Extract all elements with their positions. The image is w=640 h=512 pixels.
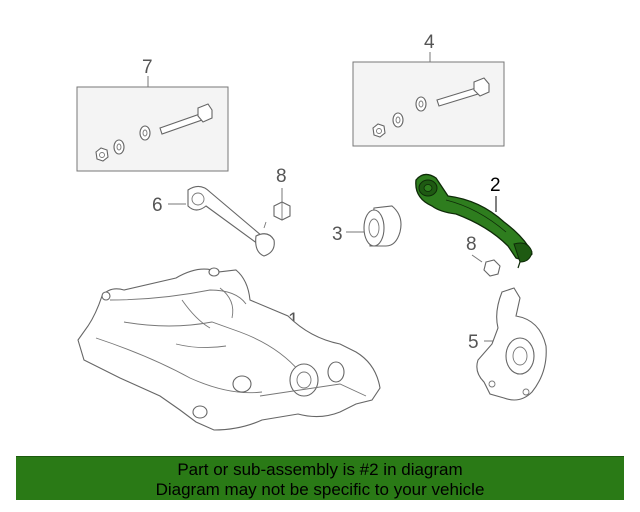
part-2-control-arm-highlighted[interactable]: 2	[415, 173, 533, 269]
callout-8b: 8	[466, 234, 477, 255]
part-3-bushing[interactable]: 3	[332, 205, 402, 247]
callout-6: 6	[152, 195, 163, 216]
part-7-bolt-kit[interactable]: 7	[76, 57, 229, 172]
callout-3: 3	[332, 224, 343, 245]
part-6-control-link[interactable]: 6	[152, 185, 275, 257]
part-5-steering-knuckle[interactable]: 5	[468, 287, 547, 401]
callout-7: 7	[142, 57, 153, 78]
part-1-subframe[interactable]: 1	[77, 267, 381, 431]
part-4-bolt-kit[interactable]: 4	[352, 32, 505, 147]
callout-5: 5	[468, 332, 479, 353]
callout-4: 4	[424, 32, 435, 53]
parts-diagram: 7 4 6 8	[76, 32, 547, 431]
banner-line-1: Part or sub-assembly is #2 in diagram	[177, 460, 463, 479]
info-banner: Part or sub-assembly is #2 in diagram Di…	[16, 456, 624, 500]
banner-line-2: Diagram may not be specific to your vehi…	[155, 480, 485, 499]
part-8-nut-upper[interactable]: 8	[273, 166, 291, 221]
callout-8a: 8	[276, 166, 287, 187]
callout-2: 2	[490, 175, 501, 196]
part-8-nut-right[interactable]: 8	[466, 234, 501, 277]
